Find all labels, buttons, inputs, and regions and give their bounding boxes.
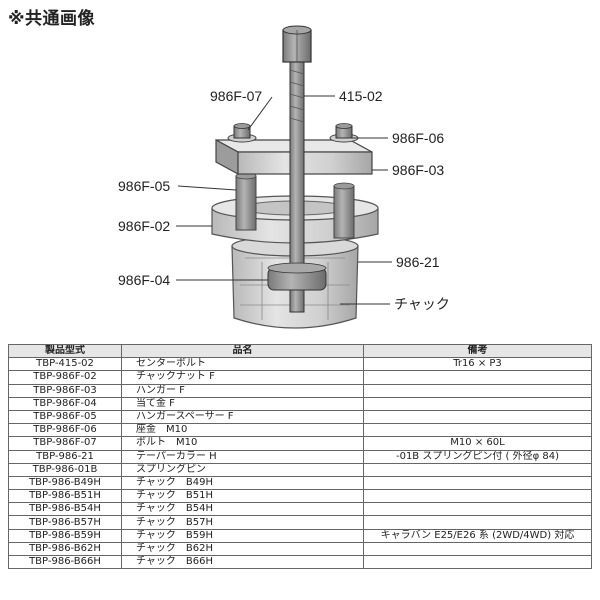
bolts-m10 xyxy=(227,123,359,143)
label-986f-04: 986F-04 xyxy=(118,272,170,288)
cell-notes xyxy=(363,462,592,477)
label-chuck: チャック xyxy=(394,296,450,312)
label-986-21: 986-21 xyxy=(396,254,440,270)
cell-name: 当て金 F xyxy=(121,396,364,411)
header-notes: 備考 xyxy=(363,343,592,359)
cell-name: ハンガー F xyxy=(121,383,364,398)
cell-name: チャックナット F xyxy=(121,370,364,385)
cell-notes xyxy=(363,396,592,411)
cell-model: TBP-986F-05 xyxy=(8,409,122,425)
cell-name: チャック B51H xyxy=(121,489,364,504)
cell-notes: Tr16 × P3 xyxy=(363,357,592,372)
cell-model: TBP-986-B49H xyxy=(8,475,122,491)
cell-name: チャック B57H xyxy=(121,515,364,530)
cell-name: チャック B59H xyxy=(121,528,364,543)
cell-notes xyxy=(363,489,592,504)
cell-name: チャック B49H xyxy=(121,475,364,491)
center-bolt xyxy=(282,25,312,313)
cell-model: TBP-986-B54H xyxy=(8,502,122,517)
cell-notes: -01B スプリングピン付 ( 外径φ 84) xyxy=(363,449,592,464)
cell-name: 座金 M10 xyxy=(121,423,364,438)
cell-model: TBP-986F-03 xyxy=(8,383,122,398)
cell-model: TBP-986-01B xyxy=(8,462,122,477)
leader-lines xyxy=(176,95,392,305)
label-415-02: 415-02 xyxy=(339,88,383,104)
label-986f-02: 986F-02 xyxy=(118,218,170,234)
cell-model: TBP-986-21 xyxy=(8,449,122,464)
table-header-row: 製品型式 品名 備考 xyxy=(8,343,592,359)
cell-model: TBP-986-B59H xyxy=(8,528,122,543)
cell-model: TBP-986F-02 xyxy=(8,370,122,385)
cell-notes: M10 × 60L xyxy=(363,436,592,451)
cell-notes xyxy=(363,383,592,398)
contact-plate xyxy=(267,262,327,291)
label-986f-06: 986F-06 xyxy=(392,130,444,146)
cell-name: チャック B66H xyxy=(121,554,364,570)
tool-assembly-diagram: 415-02 986F-07 986F-06 986F-03 986F-05 9… xyxy=(118,25,450,329)
cell-notes xyxy=(363,502,592,517)
cell-notes: キャラバン E25/E26 系 (2WD/4WD) 対応 xyxy=(363,528,592,543)
cell-name: ボルト M10 xyxy=(121,436,364,451)
cell-name: スプリングピン xyxy=(121,462,364,477)
cell-name: チャック B62H xyxy=(121,541,364,557)
label-986f-07: 986F-07 xyxy=(210,88,262,104)
cell-model: TBP-986-B62H xyxy=(8,541,122,557)
cell-model: TBP-986F-06 xyxy=(8,423,122,438)
label-986f-05: 986F-05 xyxy=(118,178,170,194)
cell-notes xyxy=(363,515,592,530)
header-model: 製品型式 xyxy=(8,343,122,359)
cell-name: センターボルト xyxy=(121,357,364,372)
cell-notes xyxy=(363,554,592,570)
cell-model: TBP-415-02 xyxy=(8,357,122,372)
page-heading: ※共通画像 xyxy=(8,9,96,29)
cell-name: チャック B54H xyxy=(121,502,364,517)
header-name: 品名 xyxy=(121,343,364,359)
cell-name: テーパーカラー H xyxy=(121,449,364,464)
cell-notes xyxy=(363,423,592,438)
label-986f-03: 986F-03 xyxy=(392,162,444,178)
cell-model: TBP-986-B57H xyxy=(8,515,122,530)
cell-model: TBP-986F-07 xyxy=(8,436,122,451)
cell-model: TBP-986-B66H xyxy=(8,554,122,570)
cell-notes xyxy=(363,475,592,491)
cell-model: TBP-986-B51H xyxy=(8,489,122,504)
cell-name: ハンガースペーサー F xyxy=(121,409,364,425)
cell-notes xyxy=(363,409,592,425)
cell-model: TBP-986F-04 xyxy=(8,396,122,411)
cell-notes xyxy=(363,370,592,385)
cell-notes xyxy=(363,541,592,557)
